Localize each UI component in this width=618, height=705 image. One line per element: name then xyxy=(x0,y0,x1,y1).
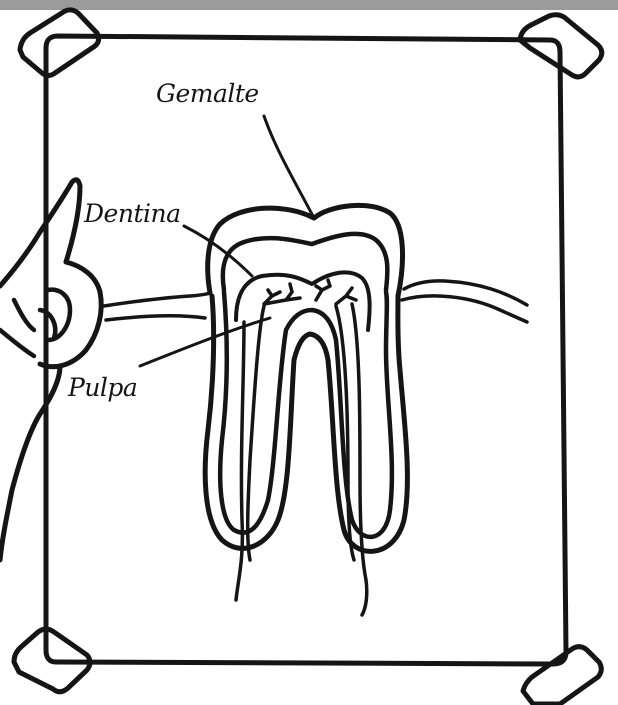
tape-top-left xyxy=(20,10,99,76)
enamel-leader-line xyxy=(264,116,314,218)
pointing-hand xyxy=(0,180,101,560)
nerve-endings-left xyxy=(264,284,300,304)
paper-sheet-outline xyxy=(46,36,566,664)
tape-bottom-right xyxy=(523,647,601,704)
gum-line-left-lower xyxy=(106,316,205,320)
pulp-canal-left xyxy=(236,322,244,600)
pulp-leader-line xyxy=(140,318,270,366)
label-enamel: Gemalte xyxy=(156,79,259,108)
pulp-canal-right xyxy=(352,304,367,615)
gum-line-right-lower xyxy=(402,296,527,322)
label-dentin: Dentina xyxy=(83,199,181,228)
label-pulp: Pulpa xyxy=(67,373,137,402)
gum-line-left xyxy=(104,293,210,306)
dentin-leader-line xyxy=(184,226,252,276)
tooth-root-outer xyxy=(205,296,407,551)
pulp-canal-left-inner xyxy=(248,306,264,560)
nerve-endings-right xyxy=(316,280,356,304)
gum-line-right xyxy=(404,281,527,305)
